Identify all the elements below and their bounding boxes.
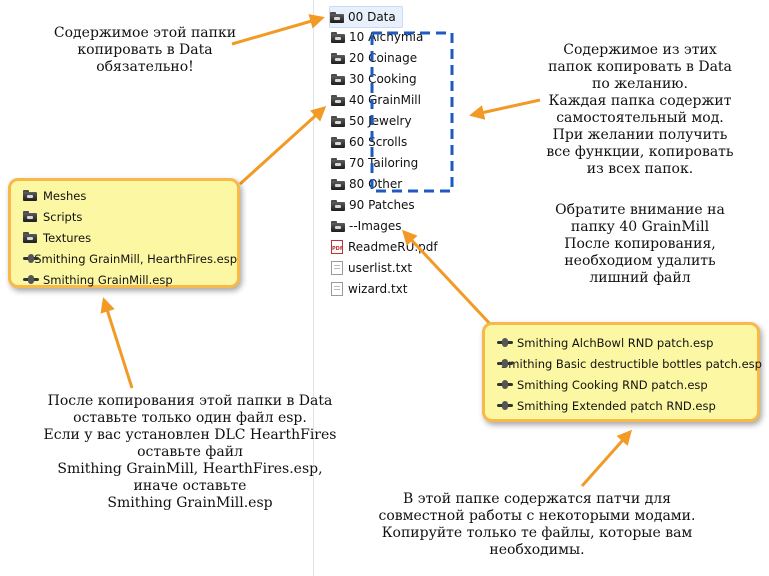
patches-folder-contents-panel: Smithing AlchBowl RND patch.esp Smithing…: [482, 322, 762, 422]
item-label: Smithing Cooking RND patch.esp: [517, 377, 708, 392]
folder-60-scrolls[interactable]: 60 Scrolls: [331, 132, 407, 152]
arrow-to-90-patches: [401, 229, 494, 328]
item-label: Scripts: [43, 209, 83, 224]
folder-icon: [23, 190, 37, 201]
note-data-required: Содержимое этой папки копировать в Data …: [53, 25, 237, 75]
item-label: userlist.txt: [348, 261, 413, 275]
folder-icon: [331, 178, 345, 190]
panel-folder-meshes[interactable]: Meshes: [23, 185, 237, 206]
panel-folder-scripts[interactable]: Scripts: [23, 206, 237, 227]
folder-icon: [331, 220, 345, 232]
folder-70-tailoring[interactable]: 70 Tailoring: [331, 153, 418, 173]
folder-icon: [23, 232, 37, 243]
folder-icon: [23, 211, 37, 222]
folder-icon: [331, 73, 345, 85]
item-label: 60 Scrolls: [349, 135, 408, 149]
panel-file-alchbowl-patch[interactable]: Smithing AlchBowl RND patch.esp: [497, 332, 757, 353]
folder-30-cooking[interactable]: 30 Cooking: [331, 69, 417, 89]
arrow-to-00-data: [231, 14, 325, 46]
item-label: 40 GrainMill: [349, 93, 421, 107]
folder-20-coinage[interactable]: 20 Coinage: [331, 48, 417, 68]
item-label: Smithing GrainMill, HearthFires.esp: [34, 251, 237, 266]
panel-folder-textures[interactable]: Textures: [23, 227, 237, 248]
esp-plugin-icon: [23, 275, 39, 284]
esp-plugin-icon: [497, 380, 513, 389]
item-label: Smithing AlchBowl RND patch.esp: [517, 335, 714, 350]
arrow-to-patches-panel: [580, 429, 632, 487]
folder-00-data[interactable]: 00 Data: [329, 6, 403, 28]
panel-file-grainmill-esp[interactable]: Smithing GrainMill.esp: [23, 269, 237, 290]
pane-divider: [313, 0, 314, 576]
note-grainmill: Обратите внимание на папку 40 GrainMill …: [555, 202, 725, 286]
text-file-icon: [331, 261, 343, 275]
item-label: Smithing Basic destructible bottles patc…: [501, 356, 762, 371]
optional-folders-box: [370, 31, 454, 193]
item-label: Smithing Extended patch RND.esp: [517, 398, 716, 413]
text-file-icon: [331, 282, 343, 296]
note-optional-folders: Содержимое из этих папок копировать в Da…: [546, 42, 734, 177]
folder-images[interactable]: --Images: [331, 216, 402, 236]
arrow-to-40-grainmill: [238, 105, 327, 186]
item-label: 00 Data: [348, 10, 396, 24]
folder-50-jewelry[interactable]: 50 Jewelry: [331, 111, 412, 131]
folder-icon: [331, 52, 345, 64]
file-wizard-txt[interactable]: wizard.txt: [331, 279, 407, 299]
item-label: Textures: [43, 230, 92, 245]
item-label: 50 Jewelry: [349, 114, 412, 128]
folder-icon: [331, 94, 345, 106]
folder-80-other[interactable]: 80 Other: [331, 174, 402, 194]
item-label: 80 Other: [349, 177, 403, 191]
note-patches: В этой папке содержатся патчи для совмес…: [378, 491, 696, 558]
folder-icon: [331, 136, 345, 148]
item-label: 30 Cooking: [349, 72, 417, 86]
arrow-to-data-panel: [100, 297, 134, 389]
arrow-to-optional-box: [469, 98, 541, 120]
item-label: wizard.txt: [348, 282, 408, 296]
item-label: Meshes: [43, 188, 87, 203]
pdf-file-icon: [331, 240, 343, 254]
panel-file-extended-patch[interactable]: Smithing Extended patch RND.esp: [497, 395, 757, 416]
data-folder-contents-panel: Meshes Scripts Textures Smithing GrainMi…: [8, 178, 240, 288]
folder-icon: [331, 199, 345, 211]
item-label: Smithing GrainMill.esp: [43, 272, 173, 287]
note-after-copy: После копирования этой папки в Data оста…: [43, 393, 337, 511]
item-label: --Images: [349, 219, 402, 233]
item-label: 90 Patches: [349, 198, 415, 212]
folder-icon: [331, 115, 345, 127]
folder-icon: [331, 157, 345, 169]
folder-90-patches[interactable]: 90 Patches: [331, 195, 415, 215]
esp-plugin-icon: [23, 254, 40, 263]
esp-plugin-icon: [497, 338, 513, 347]
item-label: 70 Tailoring: [349, 156, 419, 170]
folder-icon: [330, 11, 344, 23]
esp-plugin-icon: [497, 401, 513, 410]
file-userlist-txt[interactable]: userlist.txt: [331, 258, 412, 278]
panel-file-cooking-patch[interactable]: Smithing Cooking RND patch.esp: [497, 374, 757, 395]
panel-file-grainmill-hearthfires-esp[interactable]: Smithing GrainMill, HearthFires.esp: [23, 248, 237, 269]
folder-icon: [331, 31, 345, 43]
item-label: 20 Coinage: [349, 51, 418, 65]
panel-file-bottles-patch[interactable]: Smithing Basic destructible bottles patc…: [497, 353, 762, 374]
folder-40-grainmill[interactable]: 40 GrainMill: [331, 90, 421, 110]
